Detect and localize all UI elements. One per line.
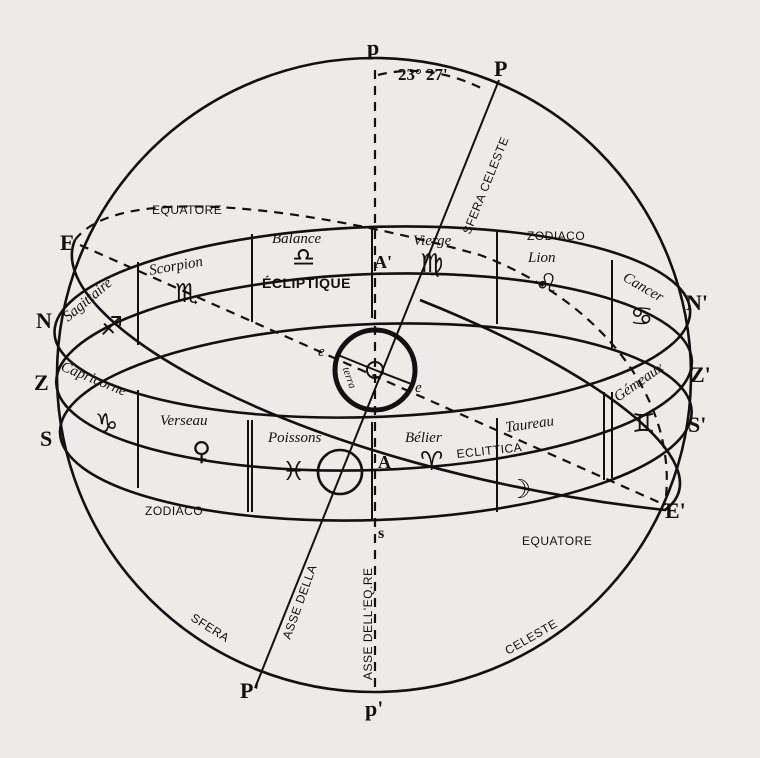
equator-diameter bbox=[79, 243, 666, 507]
ecliptic-axis bbox=[254, 79, 500, 689]
svg-text:Vierge: Vierge bbox=[413, 233, 452, 249]
e-label-2: e bbox=[415, 380, 422, 396]
svg-text:☽: ☽ bbox=[508, 475, 531, 505]
svg-text:Bélier: Bélier bbox=[405, 430, 442, 446]
svg-text:Scorpion: Scorpion bbox=[148, 254, 204, 279]
point-Z: Z bbox=[34, 370, 49, 395]
pole-p-prime: p' bbox=[365, 696, 383, 721]
pole-p: p bbox=[367, 35, 379, 60]
zodiac-sign-scorpio: Scorpion ♏ bbox=[148, 254, 204, 309]
A-label: A bbox=[378, 452, 391, 472]
sfera-label: SFERA bbox=[188, 611, 231, 645]
svg-text:♐: ♐ bbox=[100, 312, 123, 342]
zodiaco-label-bottom: ZODIACO bbox=[145, 504, 203, 518]
svg-text:♏: ♏ bbox=[175, 279, 198, 309]
svg-text:Cancer: Cancer bbox=[620, 270, 666, 306]
pole-P-prime: P' bbox=[240, 678, 260, 703]
svg-text:♌: ♌ bbox=[535, 269, 558, 299]
A-prime-label: A' bbox=[374, 252, 392, 272]
asse-equatore-label: ASSE DELL'EQ.RE bbox=[361, 568, 375, 681]
earth-center bbox=[366, 361, 384, 379]
svg-text:Taureau: Taureau bbox=[504, 413, 555, 436]
point-S-prime: S' bbox=[688, 412, 706, 437]
svg-text:Verseau: Verseau bbox=[160, 413, 208, 429]
equator-circle bbox=[74, 205, 668, 506]
terra-label: terra bbox=[340, 365, 359, 390]
svg-text:♈: ♈ bbox=[420, 447, 443, 477]
svg-text:♋: ♋ bbox=[630, 302, 653, 332]
svg-text:♎: ♎ bbox=[292, 243, 315, 273]
equatore-label-bottom: EQUATORE bbox=[522, 534, 592, 548]
equatore-label-top: EQUATORE bbox=[152, 203, 222, 217]
point-s: s bbox=[378, 525, 384, 542]
zodiac-sign-taurus: Taureau ☽ bbox=[504, 413, 555, 505]
point-Z-prime: Z' bbox=[690, 362, 711, 387]
eclittica-label: ECLITTICA bbox=[456, 440, 523, 461]
angle-arc bbox=[377, 69, 486, 91]
zodiac-sign-aries: Bélier ♈ bbox=[405, 430, 443, 477]
point-S: S bbox=[40, 426, 52, 451]
sfera-celeste-axis-label: SFERA CELESTE bbox=[460, 135, 512, 237]
point-E: E bbox=[60, 230, 75, 255]
zodiac-sign-pisces: Poissons ♓ bbox=[267, 430, 322, 487]
point-N-prime: N' bbox=[686, 290, 708, 315]
svg-text:Balance: Balance bbox=[272, 231, 321, 247]
svg-text:♑: ♑ bbox=[95, 409, 118, 439]
zodiac-band-lower-edge bbox=[58, 322, 693, 522]
zodiac-sign-libra: Balance ♎ bbox=[272, 231, 321, 273]
obliquity-angle: 23° 27' bbox=[398, 65, 448, 84]
zodiac-sign-leo: Lion ♌ bbox=[527, 250, 558, 299]
svg-text:Lion: Lion bbox=[527, 250, 556, 266]
pole-P: P bbox=[494, 56, 507, 81]
point-E-prime: E' bbox=[665, 498, 686, 523]
ecliptique-label: ÉCLIPTIQUE bbox=[262, 275, 351, 291]
zodiac-sign-aquarius: Verseau ♀ bbox=[160, 413, 211, 467]
svg-text:♍: ♍ bbox=[420, 249, 443, 279]
earth-circle bbox=[332, 327, 418, 413]
zodiaco-label-top: ZODIACO bbox=[527, 229, 585, 243]
zodiac-band-upper-edge bbox=[53, 225, 692, 419]
svg-text:♀: ♀ bbox=[192, 437, 211, 467]
svg-text:Capricorne: Capricorne bbox=[59, 359, 129, 400]
ecliptic-circle bbox=[70, 239, 682, 512]
sun-circle bbox=[316, 448, 364, 496]
e-label-1: e bbox=[318, 344, 325, 360]
zodiac-sign-virgo: Vierge ♍ bbox=[413, 233, 452, 279]
svg-text:♊: ♊ bbox=[632, 409, 655, 439]
svg-text:♓: ♓ bbox=[282, 457, 305, 487]
zodiac-dividers bbox=[137, 226, 613, 520]
zodiac-band-middle-edge bbox=[54, 272, 694, 472]
point-N: N bbox=[36, 308, 52, 333]
svg-text:Poissons: Poissons bbox=[267, 430, 322, 446]
zodiac-sign-cancer: Cancer ♋ bbox=[620, 270, 666, 332]
